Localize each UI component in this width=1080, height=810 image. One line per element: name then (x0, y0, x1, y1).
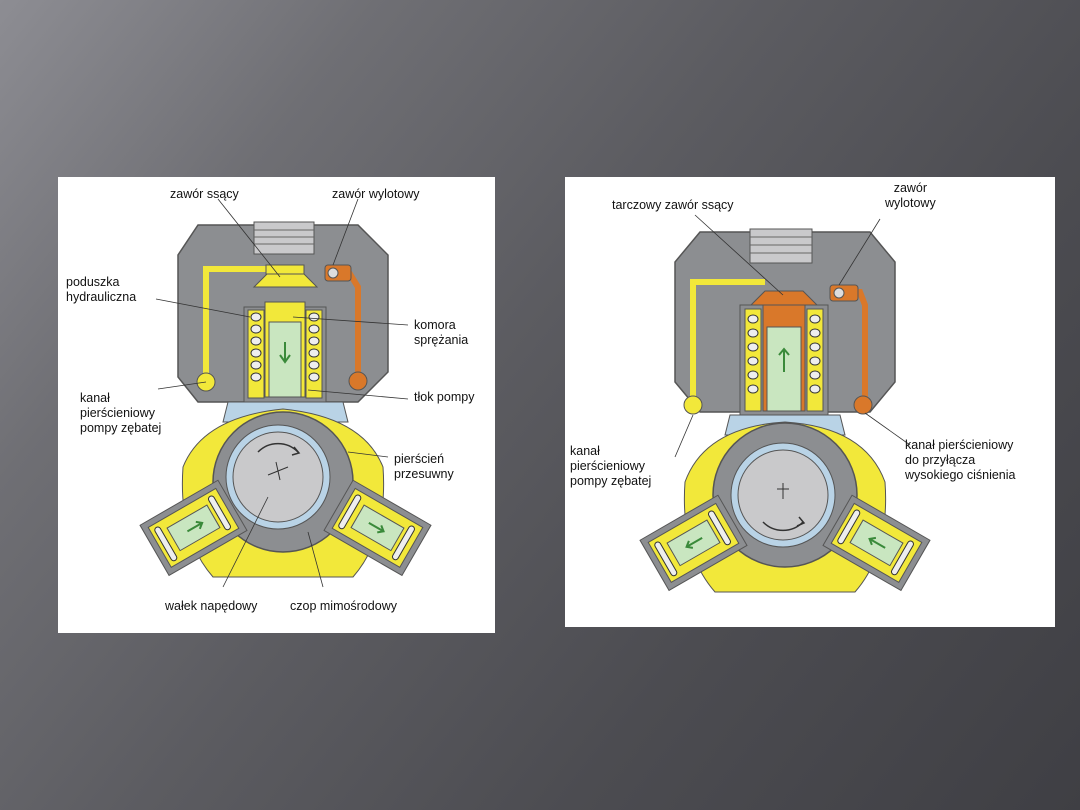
pump-cross-section-left (139, 198, 432, 588)
label-kanal-pierscieniowy-right: kanał pierścieniowy pompy zębatej (570, 444, 652, 488)
label-zawor-wylotowy: zawór wylotowy (332, 187, 420, 201)
label-czop-mimosrodowy: czop mimośrodowy (290, 599, 397, 613)
label-tlok-pompy: tłok pompy (414, 390, 475, 404)
label-tarczowy-zawor-ssacy: tarczowy zawór ssący (612, 198, 734, 212)
label-poduszka-hydrauliczna: poduszka hydrauliczna (66, 275, 137, 304)
label-zawor-wylotowy-right: zawór wylotowy (885, 181, 936, 210)
label-kanal-wysokie-cisnienie: kanał pierścieniowy do przyłącza wysokie… (905, 438, 1016, 482)
label-zawor-ssacy: zawór ssący (170, 187, 239, 201)
label-pierscien-przesuwny: pierścień przesuwny (394, 452, 454, 481)
label-kanal-pierscieniowy: kanał pierścieniowy pompy zębatej (80, 391, 162, 435)
label-komora-sprezania: komora sprężania (414, 318, 469, 347)
diagram-panel-left: zawór ssący zawór wylotowy poduszka hydr… (58, 177, 495, 633)
label-walek-napedowy: wałek napędowy (165, 599, 258, 613)
diagram-panel-right: tarczowy zawór ssący zawór wylotowy kana… (565, 177, 1055, 627)
pump-cross-section-right (639, 214, 931, 593)
